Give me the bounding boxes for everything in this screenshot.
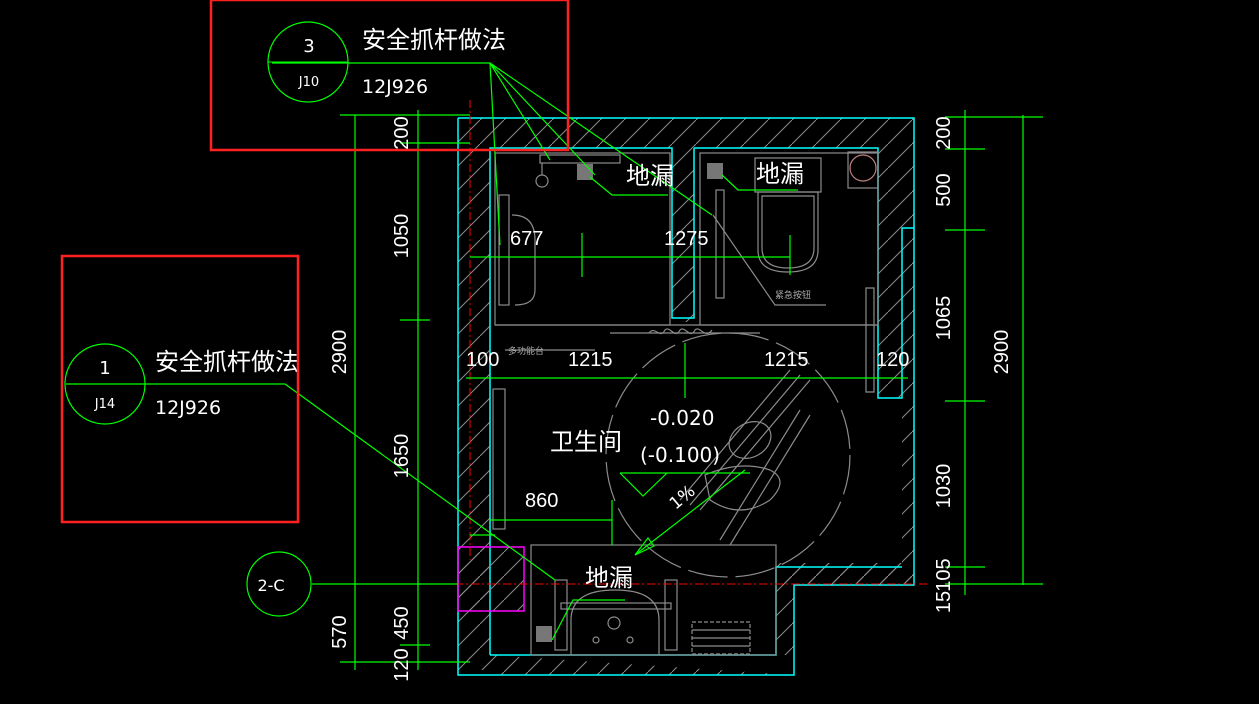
room-label: 卫生间 — [550, 428, 622, 456]
toilet — [757, 191, 819, 273]
callout-title: 安全抓杆做法 — [155, 348, 299, 376]
axis-tag: 2-C — [257, 576, 284, 595]
counter — [492, 388, 506, 530]
dim-text: 120 — [391, 648, 413, 681]
callout-atlas: 12J926 — [155, 397, 221, 419]
dimension-lines — [66, 62, 1043, 670]
highlight-box — [60, 254, 300, 524]
axis-lines — [455, 100, 930, 585]
dim-text: 860 — [525, 490, 558, 512]
shower-head — [535, 174, 549, 188]
dim-text: 105 — [933, 558, 955, 591]
dim-text: 1050 — [391, 214, 413, 259]
fixtures — [492, 151, 879, 656]
washbasin — [570, 589, 660, 655]
dim-text: 450 — [391, 606, 413, 639]
callout-title: 安全抓杆做法 — [362, 26, 506, 54]
dim-text: 1030 — [933, 464, 955, 509]
grab-bar-left — [554, 579, 568, 651]
dim-text: 677 — [510, 228, 543, 250]
shower-rail — [539, 154, 621, 164]
dim-text: 200 — [933, 116, 955, 149]
counter-label: 多功能台 — [508, 345, 544, 357]
floor-drain-icon — [536, 626, 552, 642]
dim-text: 120 — [876, 349, 909, 371]
grab-bar-right — [664, 579, 678, 651]
highlight-box — [209, 0, 570, 152]
axis-bubble[interactable]: 2-C — [246, 551, 312, 617]
turning-circle — [605, 332, 851, 578]
elevation-label: -0.020 — [650, 406, 714, 430]
callout-number: 1 — [99, 358, 110, 379]
callout-1[interactable]: 1 J14 安全抓杆做法 12J926 — [64, 343, 299, 425]
elevation-sub-label: (-0.100) — [640, 443, 720, 467]
callout-number: 3 — [303, 36, 314, 57]
floor-drain-label: 地漏 — [626, 162, 674, 190]
button-label: 紧急按钮 — [775, 289, 811, 301]
dim-text: 2900 — [329, 330, 351, 375]
dim-text: 15 — [933, 591, 955, 613]
column — [457, 546, 525, 612]
callout-atlas: 12J926 — [362, 76, 428, 98]
dim-text: 2900 — [991, 330, 1013, 375]
callout-sheet: J10 — [298, 75, 319, 90]
callout-sheet: J14 — [94, 397, 115, 412]
floor-drain-icon — [707, 163, 723, 179]
dim-text: 1215 — [568, 349, 613, 371]
wheelchair — [679, 369, 811, 511]
floor-drain-label: 地漏 — [756, 160, 804, 188]
floor-drain-label: 地漏 — [585, 564, 633, 592]
dim-text: 500 — [933, 173, 955, 206]
dim-text: 1275 — [664, 228, 709, 250]
dim-text: 1215 — [764, 349, 809, 371]
callout-3[interactable]: 3 J10 安全抓杆做法 12J926 — [267, 21, 506, 103]
dim-text: 1065 — [933, 296, 955, 341]
wall-hatch — [458, 118, 914, 675]
curtain — [648, 328, 713, 335]
dim-text: 200 — [391, 116, 413, 149]
floor-drain-corner — [847, 151, 879, 189]
dim-text: 1650 — [391, 434, 413, 479]
floor-drains — [536, 163, 723, 642]
dim-text: 570 — [329, 615, 351, 648]
dim-text: 100 — [466, 349, 499, 371]
